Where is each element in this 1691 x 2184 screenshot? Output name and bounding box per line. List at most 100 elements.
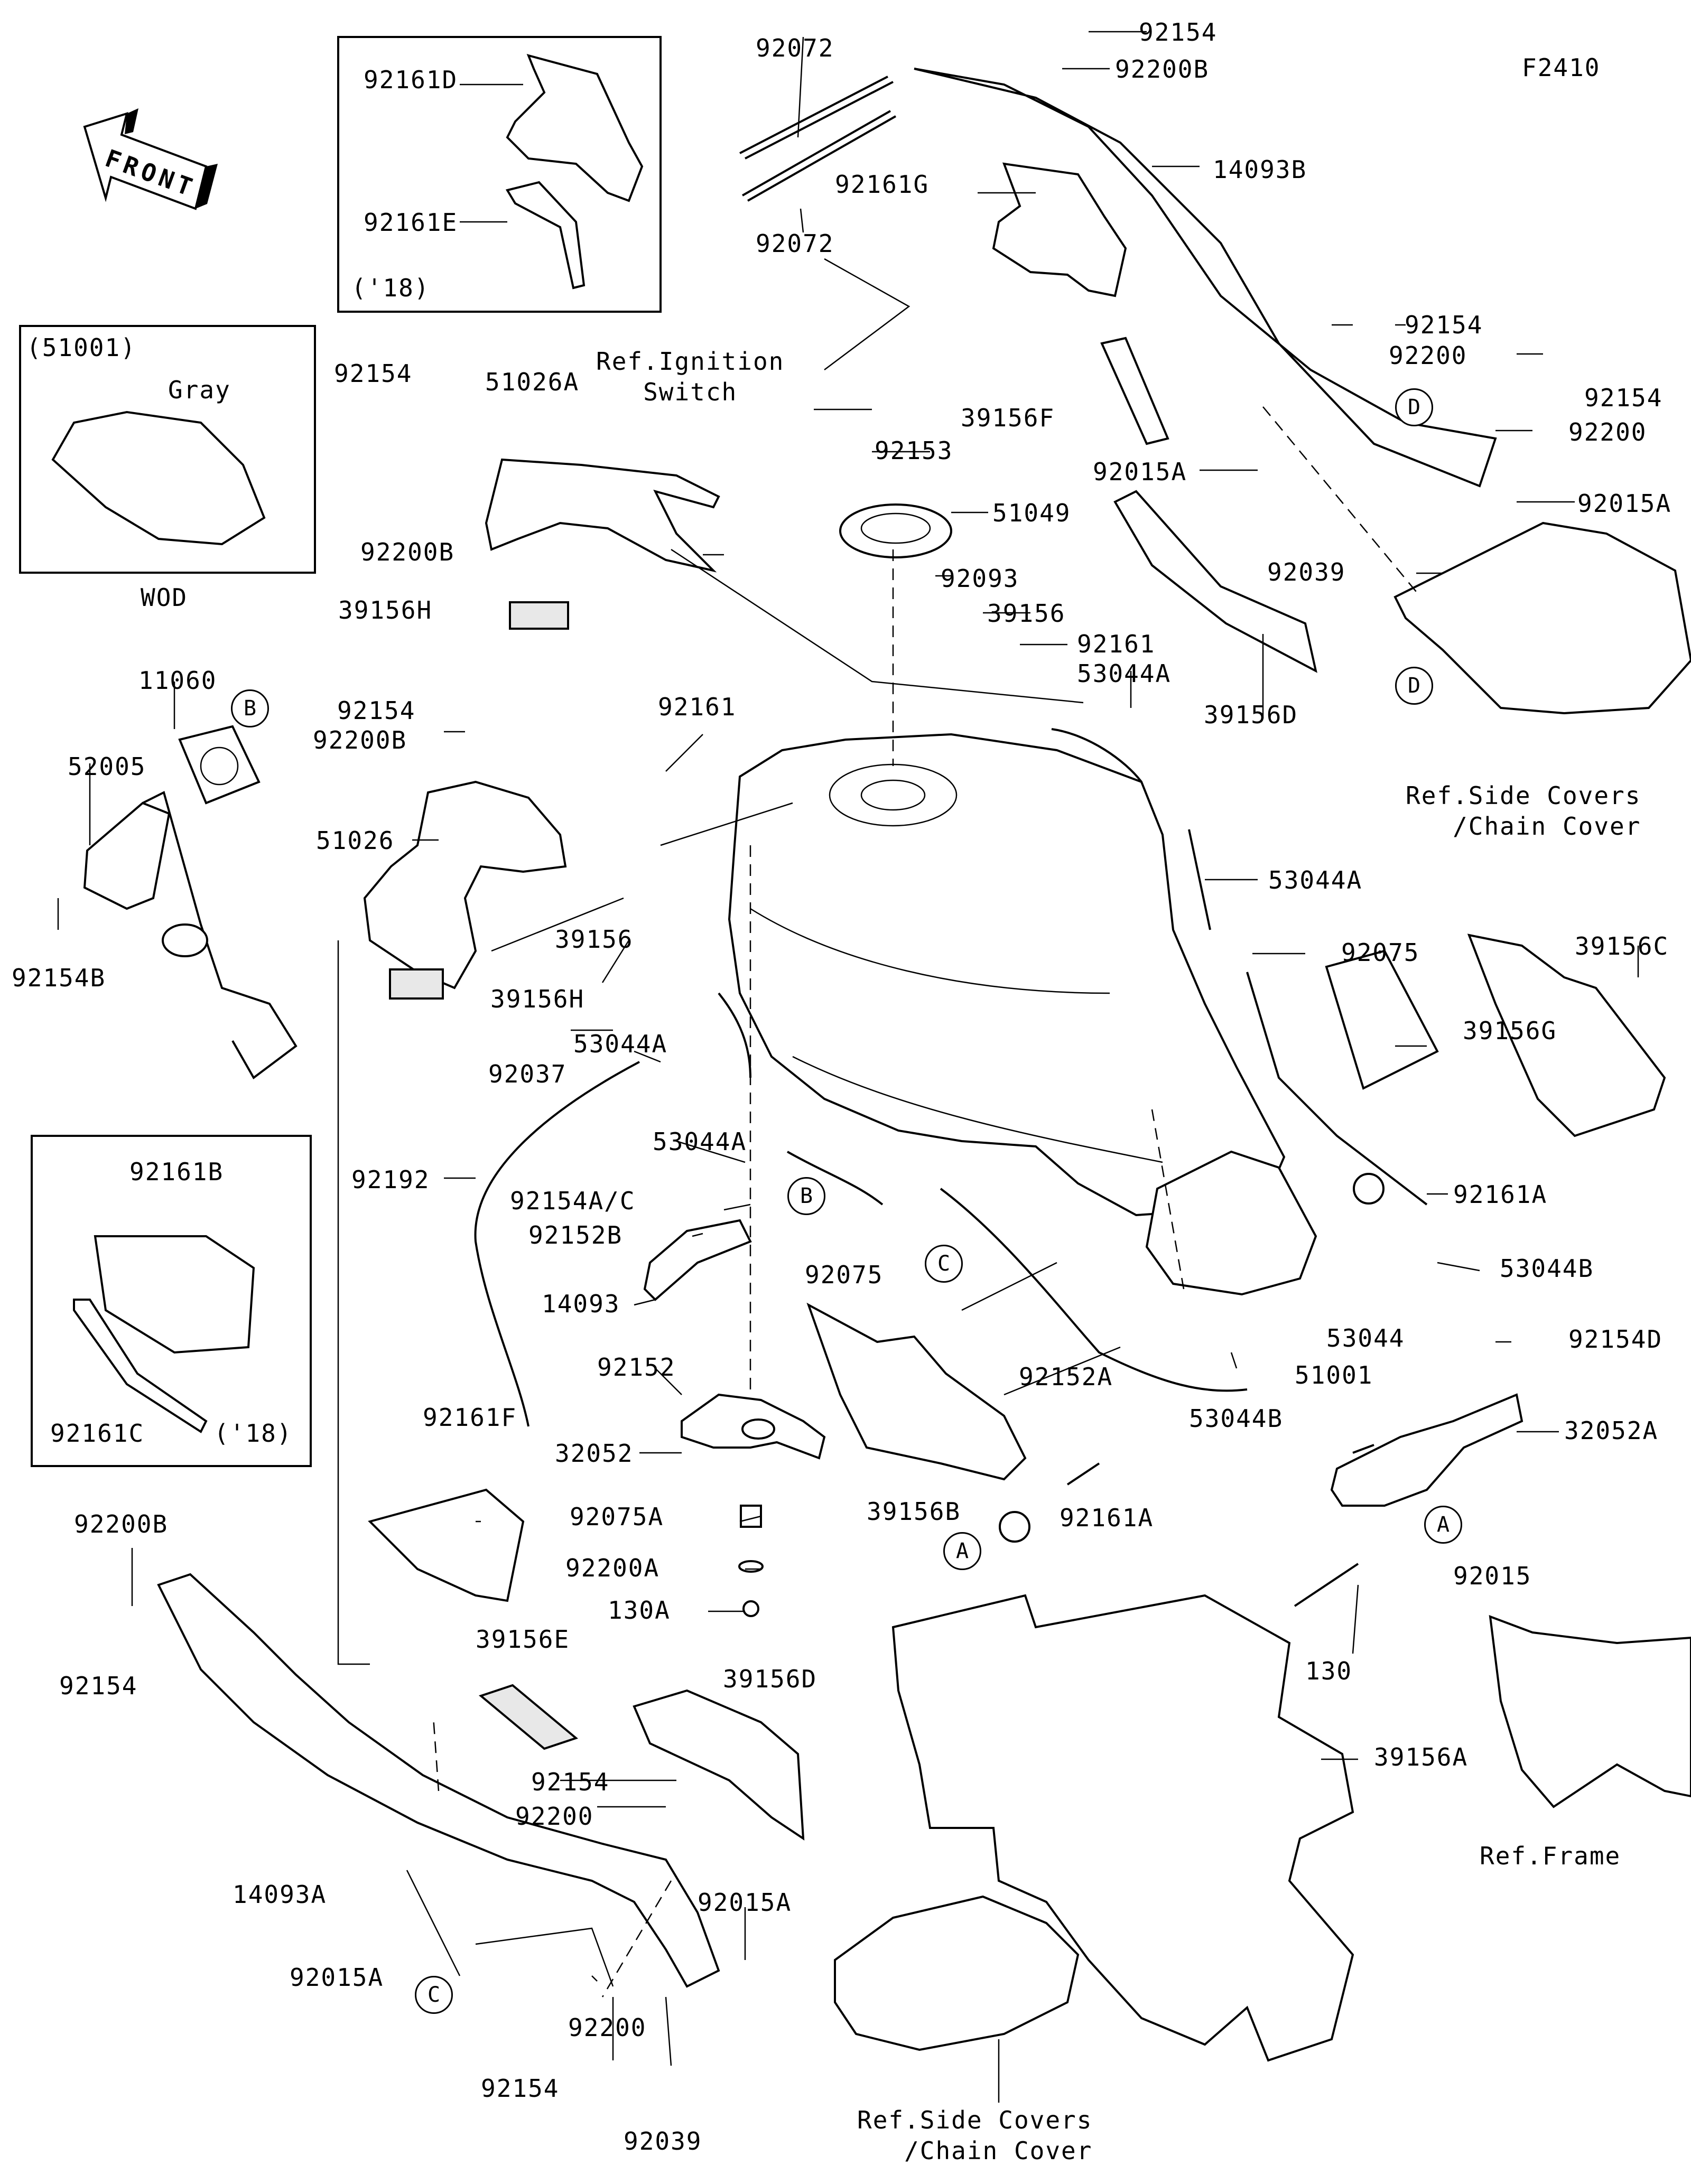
part-label-92154-t3: 92154 bbox=[1584, 384, 1663, 412]
inset-box-18-left bbox=[31, 1135, 312, 1467]
ref-side-covers-top: Ref.Side Covers /Chain Cover bbox=[1406, 781, 1641, 841]
part-label-53044a-m: 53044A bbox=[573, 1030, 668, 1058]
strip-53044a-3 bbox=[718, 992, 751, 1078]
part-label-92015a-t: 92015A bbox=[1093, 458, 1187, 486]
ref-side-covers-bottom: Ref.Side Covers /Chain Cover bbox=[857, 2106, 1093, 2165]
callout-d-bottom: D bbox=[1395, 667, 1433, 705]
callout-d-top: D bbox=[1395, 388, 1433, 426]
part-label-32052a: 32052A bbox=[1564, 1416, 1659, 1445]
ref-ignition-switch: Ref.Ignition Switch bbox=[596, 347, 785, 406]
cowl-51026 bbox=[363, 780, 567, 990]
strip-53044 bbox=[1352, 1444, 1374, 1454]
part-label-92161-r: 92161 bbox=[1077, 630, 1156, 658]
part-label-92200b-t1: 92200B bbox=[1115, 55, 1210, 83]
pad-39156g bbox=[1325, 949, 1439, 1090]
callout-c-bottom: C bbox=[415, 1976, 453, 2014]
frame-ref-drawing bbox=[1489, 1614, 1691, 1808]
pad-39156c bbox=[1467, 934, 1666, 1137]
part-label-39156-t: 39156 bbox=[987, 599, 1066, 628]
part-label-130: 130 bbox=[1305, 1657, 1353, 1685]
part-label-51026a: 51026A bbox=[485, 368, 580, 396]
rubber-92161c bbox=[73, 1299, 208, 1433]
part-label-92154-l2: 92154 bbox=[337, 696, 416, 725]
part-label-53044b-m: 53044B bbox=[1189, 1404, 1284, 1433]
part-label-92161f: 92161F bbox=[423, 1403, 517, 1432]
inset-box-51001 bbox=[19, 325, 316, 574]
tank-cover-inset bbox=[51, 410, 266, 546]
part-label-92154ac: 92154A/C bbox=[510, 1187, 636, 1215]
bracket-92161d bbox=[506, 54, 644, 202]
part-label-92161a-m: 92161A bbox=[1060, 1504, 1154, 1532]
part-label-92200a: 92200A bbox=[565, 1554, 660, 1582]
hose-92192 bbox=[474, 1061, 640, 1427]
part-label-92152a: 92152A bbox=[1019, 1362, 1113, 1391]
strip-53044b-1 bbox=[940, 1188, 1248, 1392]
bracket-14093 bbox=[643, 1219, 752, 1301]
part-label-39156h-bottom: 39156H bbox=[490, 985, 585, 1013]
part-label-92154-b3: 92154 bbox=[481, 2074, 560, 2103]
ref-frame: Ref.Frame bbox=[1480, 1842, 1621, 1870]
pad-39156h-top bbox=[509, 601, 569, 630]
strip-53044a-4 bbox=[787, 1151, 884, 1206]
inset-note-51001: (51001) bbox=[26, 333, 136, 362]
part-label-92161e: 92161E bbox=[364, 208, 458, 237]
part-label-51049: 51049 bbox=[992, 499, 1071, 527]
strip-53044a-1 bbox=[1051, 728, 1142, 783]
pad-39156a bbox=[891, 1594, 1354, 2062]
part-label-92152: 92152 bbox=[597, 1353, 676, 1382]
part-label-92093: 92093 bbox=[941, 564, 1019, 593]
part-label-32052: 32052 bbox=[555, 1439, 634, 1468]
part-label-92075-m: 92075 bbox=[805, 1261, 884, 1289]
figure-id: F2410 bbox=[1522, 53, 1601, 82]
part-label-53044: 53044 bbox=[1326, 1324, 1405, 1352]
pad-39156d-top bbox=[1113, 490, 1317, 673]
part-label-92075-r: 92075 bbox=[1341, 938, 1420, 967]
part-label-92200-t3: 92200 bbox=[1568, 418, 1647, 446]
part-label-92072-top: 92072 bbox=[756, 34, 834, 62]
tank-cover-51001 bbox=[1145, 1150, 1317, 1296]
callout-c-mid: C bbox=[925, 1245, 963, 1283]
rubber-92161e bbox=[505, 181, 586, 290]
part-label-92161g: 92161G bbox=[835, 170, 930, 199]
part-label-39156e: 39156E bbox=[476, 1625, 570, 1654]
cover-14093a bbox=[157, 1573, 720, 1988]
part-label-92200-b3: 92200 bbox=[568, 2013, 647, 2042]
year-note-18-top: ('18) bbox=[351, 274, 430, 302]
part-label-92154b: 92154B bbox=[12, 964, 106, 992]
part-label-92154-t2: 92154 bbox=[1405, 311, 1483, 339]
part-label-39156h-top: 39156H bbox=[338, 596, 433, 624]
part-label-53044a-r2: 53044A bbox=[1268, 866, 1363, 894]
part-label-39156b: 39156B bbox=[867, 1497, 961, 1526]
part-label-92161b: 92161B bbox=[129, 1158, 224, 1186]
callout-b-mid: B bbox=[787, 1177, 825, 1215]
pad-39156b bbox=[806, 1302, 1027, 1481]
part-label-53044b-r: 53044B bbox=[1500, 1254, 1594, 1283]
part-label-92015a-b2: 92015A bbox=[698, 1888, 792, 1917]
pad-39156h-bottom bbox=[389, 968, 444, 1000]
part-label-92154-l1: 92154 bbox=[334, 359, 413, 388]
part-label-92015a-t2: 92015A bbox=[1577, 489, 1672, 518]
inset-box-18-top bbox=[337, 36, 662, 313]
pad-39156f bbox=[1100, 337, 1169, 445]
cowl-51026a bbox=[485, 458, 720, 573]
color-note-gray: Gray bbox=[168, 376, 231, 404]
year-note-18-left: ('18) bbox=[214, 1419, 293, 1448]
part-label-92200b-l1: 92200B bbox=[360, 538, 455, 566]
part-label-92153: 92153 bbox=[875, 436, 953, 465]
part-label-39156f: 39156F bbox=[961, 404, 1055, 432]
damper-92161a-right bbox=[1353, 1173, 1385, 1205]
damper-92161a-bottom bbox=[999, 1511, 1030, 1543]
callout-a-bottom: A bbox=[943, 1532, 981, 1570]
part-label-92161-c: 92161 bbox=[658, 693, 737, 721]
strip-53044a-2 bbox=[1188, 829, 1211, 930]
part-label-92161a-r: 92161A bbox=[1453, 1180, 1548, 1209]
part-label-92161d: 92161D bbox=[364, 66, 458, 94]
pin-92152a bbox=[1066, 1462, 1100, 1486]
fuel-cap-51049 bbox=[839, 503, 952, 558]
fuel-pump-52005 bbox=[83, 801, 171, 910]
part-label-92154d: 92154D bbox=[1568, 1325, 1663, 1354]
callout-b-top: B bbox=[231, 689, 269, 727]
callout-a-right: A bbox=[1424, 1506, 1462, 1544]
part-label-92037: 92037 bbox=[488, 1060, 567, 1088]
